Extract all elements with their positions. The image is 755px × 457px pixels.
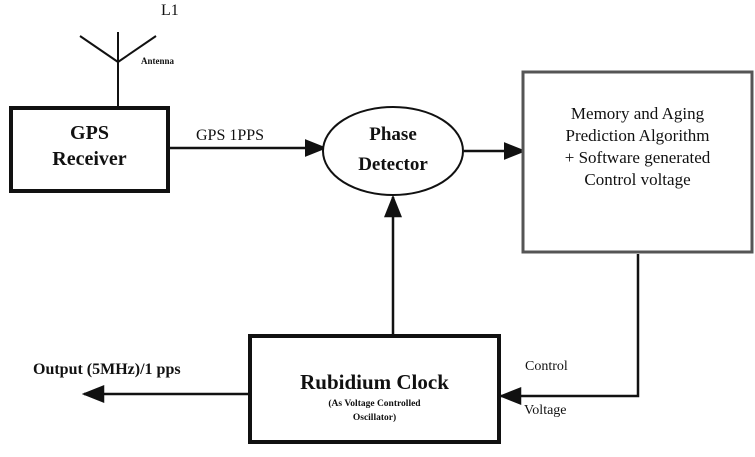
gps-receiver-box — [9, 106, 170, 193]
phase-detector-label: Phase Detector — [328, 120, 458, 180]
memory-line1: Memory and Aging — [570, 104, 705, 123]
gps-receiver-line1: GPS — [70, 122, 109, 144]
rubidium-clock-box — [248, 334, 501, 444]
control-voltage-path — [498, 254, 640, 405]
memory-line3: + Software generated — [564, 148, 711, 167]
antenna-icon — [79, 32, 157, 108]
memory-line2: Prediction Algorithm — [565, 126, 710, 145]
rubidium-sub2: Oscillator) — [352, 413, 397, 423]
rubidium-clock-subtitle: (As Voltage Controlled Oscillator) — [252, 397, 497, 425]
control-label: Control — [525, 359, 568, 374]
phase-detector-line2: Detector — [358, 154, 428, 175]
memory-box — [521, 70, 754, 254]
antenna-band-label: L1 — [161, 2, 179, 19]
rubidium-clock-title: Rubidium Clock — [300, 370, 449, 394]
rubidium-sub1: (As Voltage Controlled — [328, 399, 421, 409]
output-label: Output (5MHz)/1 pps — [33, 361, 181, 378]
gps-receiver-title: GPS Receiver — [11, 120, 168, 172]
phase-detector-line1: Phase — [369, 124, 417, 145]
memory-line4: Control voltage — [584, 170, 691, 189]
voltage-label: Voltage — [524, 403, 567, 418]
memory-block-text: Memory and Aging Prediction Algorithm + … — [525, 103, 750, 191]
gps-1pps-label: GPS 1PPS — [196, 127, 265, 144]
antenna-label: Antenna — [141, 56, 175, 66]
gps-receiver-line2: Receiver — [52, 148, 127, 170]
